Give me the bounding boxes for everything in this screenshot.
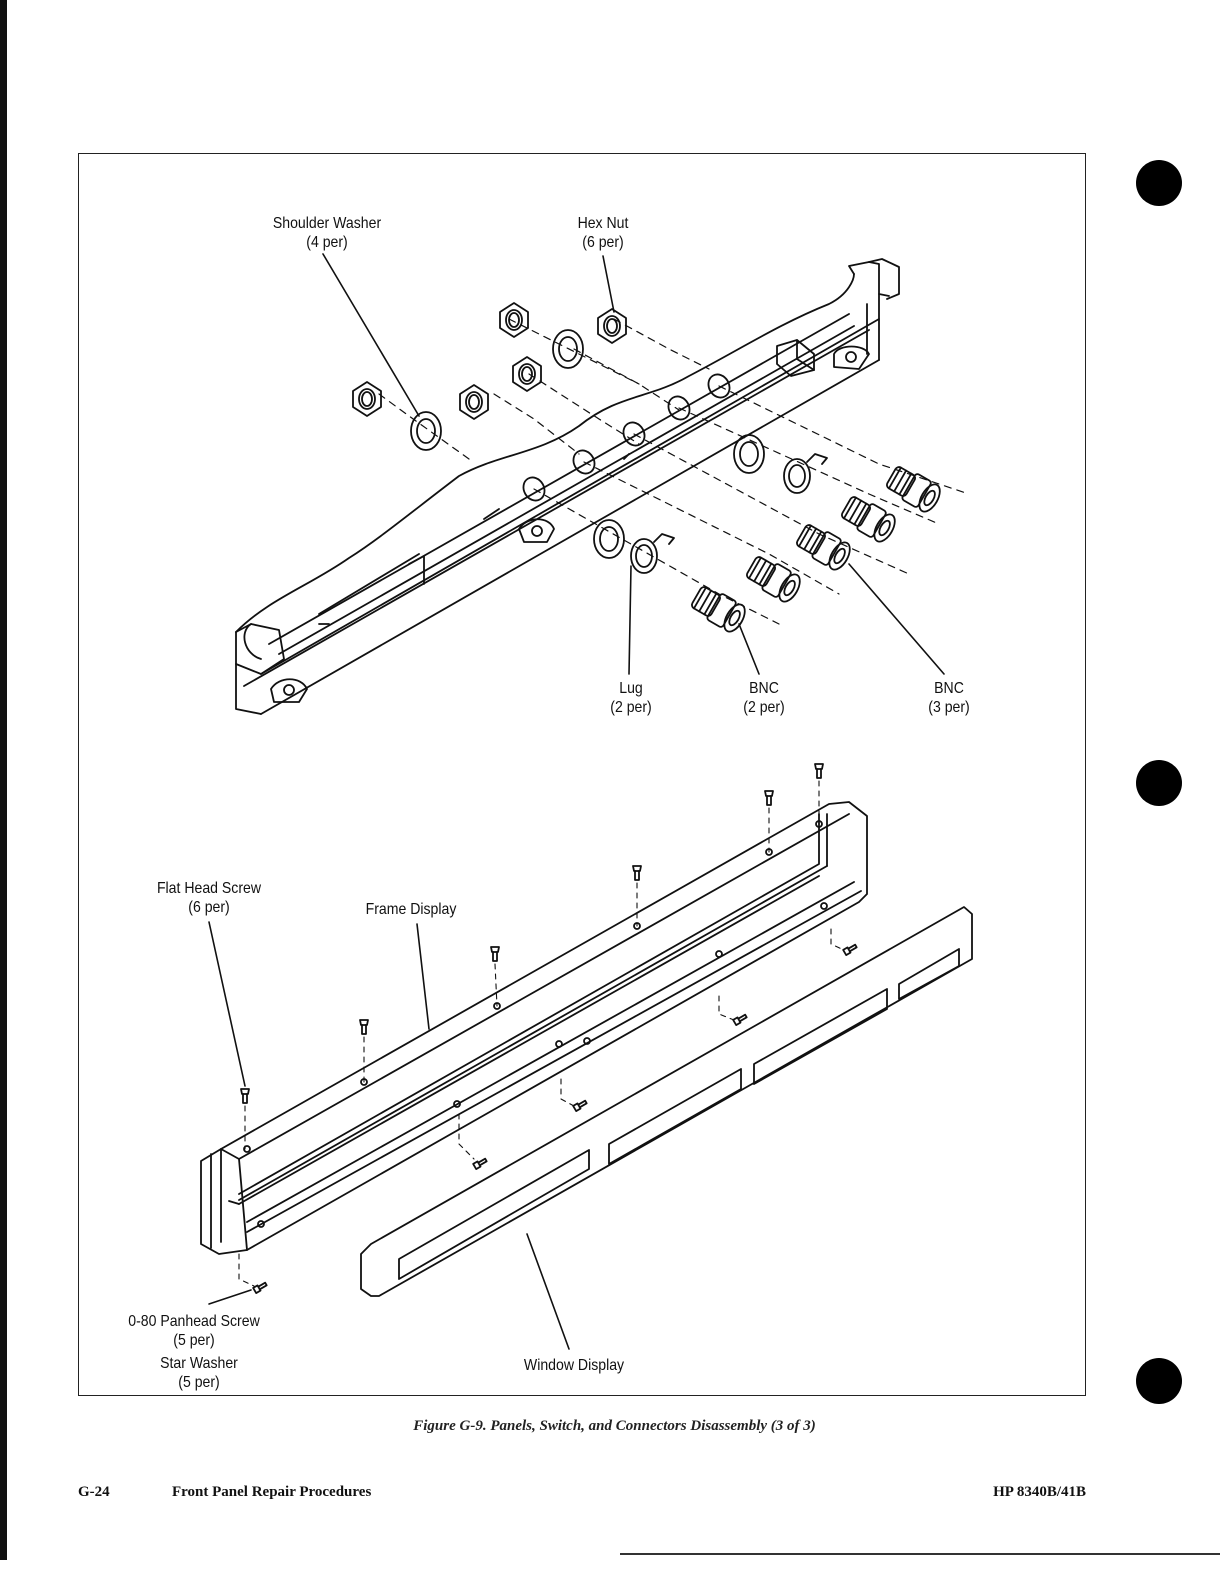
exploded-view-drawing <box>79 154 1087 1397</box>
flat-head-screws <box>241 764 823 1103</box>
label-bnc-3-per: BNC(3 per) <box>914 679 984 717</box>
punch-hole-middle <box>1136 760 1182 806</box>
punch-hole-top <box>1136 160 1182 206</box>
footer-model: HP 8340B/41B <box>993 1484 1086 1501</box>
exploded-view-figure: Shoulder Washer(4 per) Hex Nut(6 per) Lu… <box>78 153 1086 1396</box>
label-flat-head-screw: Flat Head Screw(6 per) <box>139 879 280 917</box>
label-bnc-2-per: BNC(2 per) <box>729 679 799 717</box>
punch-hole-bottom <box>1136 1358 1182 1404</box>
label-window-display: Window Display <box>504 1356 645 1375</box>
binding-bar <box>0 0 7 1560</box>
bnc-connectors <box>689 463 944 635</box>
lugs <box>631 454 827 573</box>
label-panhead-screw: 0-80 Panhead Screw(5 per) <box>119 1312 269 1350</box>
label-star-washer: Star Washer(5 per) <box>137 1354 260 1392</box>
label-frame-display: Frame Display <box>349 900 472 919</box>
label-hex-nut: Hex Nut(6 per) <box>550 214 656 252</box>
footer-page-number: G-24 <box>78 1484 110 1501</box>
figure-caption: Figure G-9. Panels, Switch, and Connecto… <box>0 1418 1229 1435</box>
label-shoulder-washer: Shoulder Washer(4 per) <box>257 214 398 252</box>
bottom-rule <box>620 1553 1220 1555</box>
footer-section-title: Front Panel Repair Procedures <box>172 1484 371 1501</box>
hex-nuts <box>353 303 626 419</box>
panhead-screws <box>253 943 857 1293</box>
frame-display-drawing <box>201 802 867 1254</box>
window-display-drawing <box>361 907 972 1296</box>
label-lug: Lug(2 per) <box>596 679 666 717</box>
